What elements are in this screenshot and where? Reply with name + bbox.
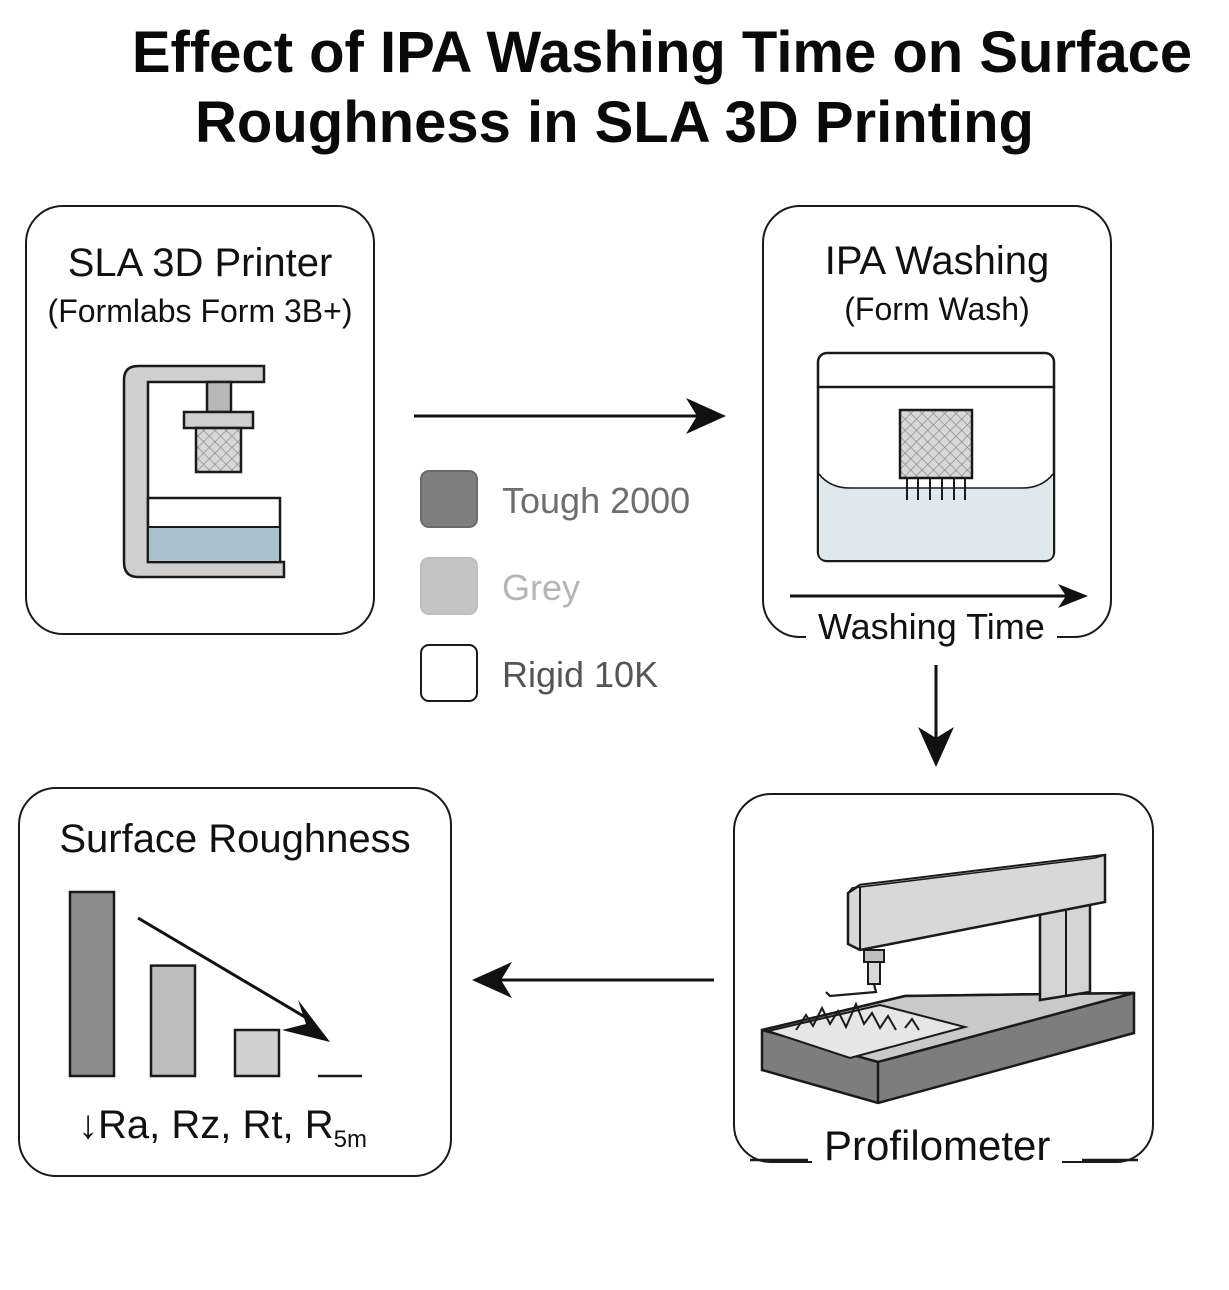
legend-label-grey: Grey [502, 567, 581, 608]
title-line-2: Roughness in SLA 3D Printing [195, 90, 1034, 155]
roughness-bar-2 [149, 964, 197, 1078]
washing-box-subtitle: (Form Wash) [844, 291, 1030, 327]
printer-box-title: SLA 3D Printer [67, 241, 333, 285]
roughness-bar-1 [68, 890, 116, 1078]
roughness-subscript: 5m [333, 1126, 367, 1153]
roughness-params-text: Ra, Rz, Rt, R [98, 1103, 334, 1147]
legend-label-rigid-10k: Rigid 10K [502, 654, 659, 695]
roughness-box-title: Surface Roughness [59, 817, 411, 861]
down-arrow-icon: ↓ [78, 1103, 98, 1147]
legend-swatch-tough-2000 [420, 470, 478, 528]
profilometer-label: Profilometer [812, 1122, 1063, 1170]
washing-time-label: Washing Time [806, 606, 1057, 648]
legend-label-tough-2000: Tough 2000 [502, 480, 691, 521]
legend-swatch-rigid-10k [420, 644, 478, 702]
roughness-bar-3 [233, 1028, 281, 1078]
printer-box-subtitle: (Formlabs Form 3B+) [47, 293, 353, 329]
washing-box-title: IPA Washing [824, 239, 1050, 283]
legend-swatch-grey [420, 557, 478, 615]
title-line-1: Effect of IPA Washing Time on Surface [131, 20, 1193, 85]
roughness-params: ↓Ra, Rz, Rt, R5m [78, 1103, 367, 1154]
diagram-title: Effect of IPA Washing Time on Surface Ro… [0, 18, 1229, 158]
